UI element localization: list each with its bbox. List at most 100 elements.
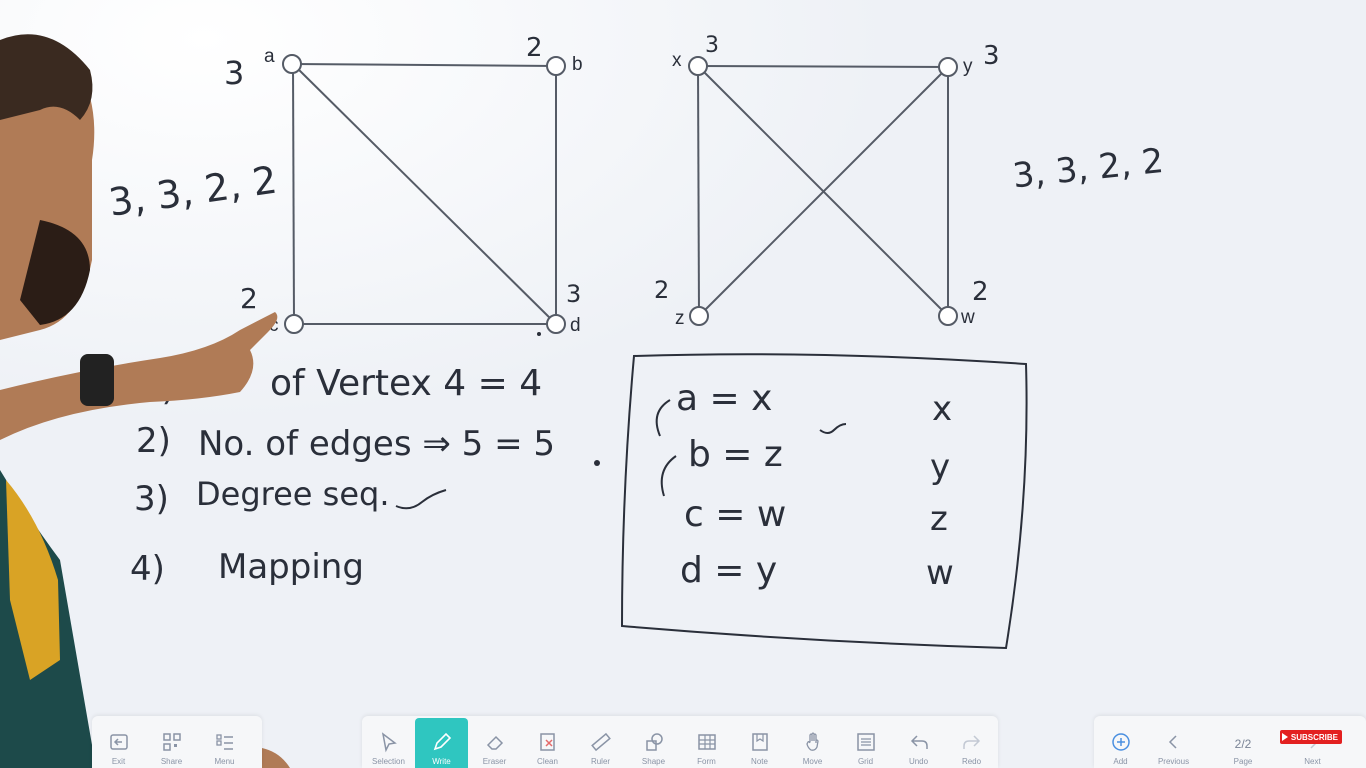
degree-y: 3 (983, 41, 1000, 71)
share-label: Share (160, 757, 183, 766)
vertex-w (938, 306, 958, 326)
undo-icon (910, 735, 928, 749)
page-label: Page (1233, 757, 1253, 766)
redo-label: Redo (961, 757, 982, 766)
menu-button[interactable]: Menu (198, 716, 251, 768)
label-d: d (570, 315, 581, 336)
eraser-tool[interactable]: Eraser (468, 716, 521, 768)
grid-tool[interactable]: Grid (839, 716, 892, 768)
edge-ab (291, 63, 557, 67)
vertex-y (938, 57, 958, 77)
graph-1 (282, 54, 566, 334)
next-label: Next (1304, 757, 1321, 766)
move-label: Move (802, 757, 823, 766)
edge-ac (292, 63, 295, 324)
map-row-2: b = z (688, 434, 783, 475)
map-row-4: d = y (680, 550, 777, 591)
eraser-label: Eraser (482, 757, 507, 766)
play-icon (1281, 733, 1288, 741)
degree-z: 2 (654, 276, 669, 304)
degree-w: 2 (972, 277, 989, 307)
menu-label: Menu (214, 757, 235, 766)
vertex-x (688, 56, 708, 76)
presenter (0, 34, 290, 768)
vertex-z (689, 306, 709, 326)
undo-button[interactable]: Undo (892, 716, 945, 768)
ruler-icon (590, 732, 611, 752)
hand-icon (805, 732, 819, 751)
degree-d: 3 (566, 280, 581, 308)
subscribe-label: SUBSCRIBE (1290, 732, 1338, 742)
clean-tool[interactable]: Clean (521, 716, 574, 768)
map-col-2: y (930, 447, 950, 487)
grid-label: Grid (857, 757, 874, 766)
clean-label: Clean (537, 757, 558, 766)
qr-icon (162, 733, 181, 751)
exit-button[interactable]: Exit (92, 716, 145, 768)
vertex-d (546, 314, 566, 334)
clean-icon (539, 733, 555, 751)
redo-button[interactable]: Redo (945, 716, 998, 768)
degree-a: 3 (224, 54, 244, 92)
add-label: Add (1113, 757, 1128, 766)
share-button[interactable]: Share (145, 716, 198, 768)
undo-label: Undo (908, 757, 929, 766)
cursor-icon (381, 732, 397, 753)
write-label: Write (432, 757, 451, 766)
map-col-3: z (930, 499, 948, 539)
previous-page-button[interactable]: Previous (1147, 716, 1200, 768)
selection-tool[interactable]: Selection (362, 716, 415, 768)
table-icon (697, 734, 716, 750)
plus-circle-icon (1111, 733, 1130, 751)
previous-label: Previous (1157, 757, 1190, 766)
check-num-3: 3) (134, 479, 169, 519)
exit-icon (109, 734, 128, 750)
check-text-4: Mapping (218, 547, 364, 587)
note-icon (751, 733, 768, 751)
ruler-tool[interactable]: Ruler (574, 716, 627, 768)
check-num-2: 2) (136, 421, 171, 461)
add-page-button[interactable]: Add (1094, 716, 1147, 768)
shape-tool[interactable]: Shape (627, 716, 680, 768)
left-toolbar: Exit Share Menu (92, 716, 262, 768)
note-tool[interactable]: Note (733, 716, 786, 768)
checklist: 1) of Vertex 4 = 4 2) No. of edges ⇒ 5 =… (130, 363, 600, 589)
exit-label: Exit (111, 757, 126, 766)
label-y: y (963, 56, 973, 77)
check-text-1: of Vertex 4 = 4 (270, 363, 542, 404)
chevron-left-icon (1168, 735, 1177, 749)
label-x: x (672, 50, 682, 71)
degree-c: 2 (240, 282, 258, 315)
map-col-1: x (932, 389, 952, 429)
main-toolbar: Selection Write Eraser Clean Ruler Shape… (362, 716, 998, 768)
eraser-icon (486, 735, 503, 750)
map-row-3: c = w (684, 494, 786, 535)
vertex-a (282, 54, 302, 74)
map-col-4: w (926, 553, 954, 593)
shape-label: Shape (641, 757, 666, 766)
label-a: a (264, 46, 275, 67)
check-text-2: No. of edges ⇒ 5 = 5 (198, 424, 555, 464)
check-num-4: 4) (130, 549, 165, 589)
write-tool[interactable]: Write (415, 718, 468, 768)
shape-icon (645, 733, 663, 751)
label-w: w (960, 307, 975, 328)
page-selector[interactable]: 2/2 Page (1200, 716, 1286, 768)
vertex-b (546, 56, 566, 76)
vertex-c (284, 314, 304, 334)
ruler-label: Ruler (590, 757, 611, 766)
form-tool[interactable]: Form (680, 716, 733, 768)
menu-icon (215, 734, 233, 750)
selection-label: Selection (372, 757, 405, 766)
degree-x: 3 (705, 33, 719, 58)
graph-2 (688, 56, 958, 326)
grid-icon (856, 733, 875, 751)
subscribe-badge[interactable]: SUBSCRIBE (1279, 730, 1342, 744)
form-label: Form (697, 757, 716, 766)
move-tool[interactable]: Move (786, 716, 839, 768)
label-z: z (675, 308, 685, 329)
page-indicator: 2/2 (1234, 737, 1252, 751)
label-c: c (269, 315, 279, 336)
edge-ad (292, 63, 557, 325)
